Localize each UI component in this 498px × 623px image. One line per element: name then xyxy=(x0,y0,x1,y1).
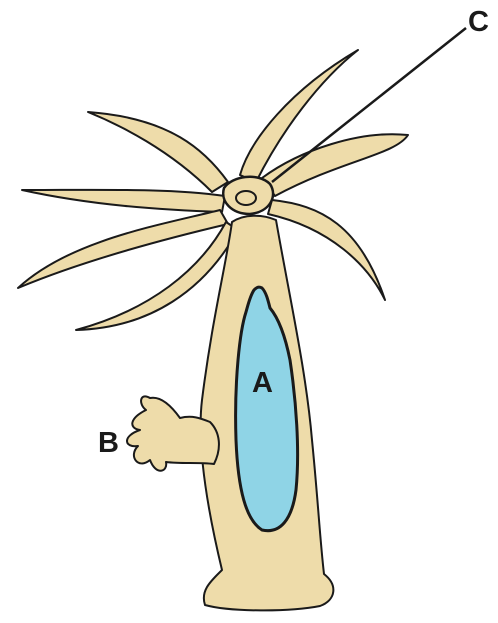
label-c: C xyxy=(468,6,489,38)
tentacle-upper-right xyxy=(262,134,408,196)
label-b: B xyxy=(98,427,119,459)
label-a: A xyxy=(252,367,273,399)
tentacles xyxy=(18,50,408,330)
hypostome xyxy=(223,177,273,214)
tentacle-left xyxy=(22,190,225,212)
tentacle-upper-left xyxy=(88,112,228,192)
